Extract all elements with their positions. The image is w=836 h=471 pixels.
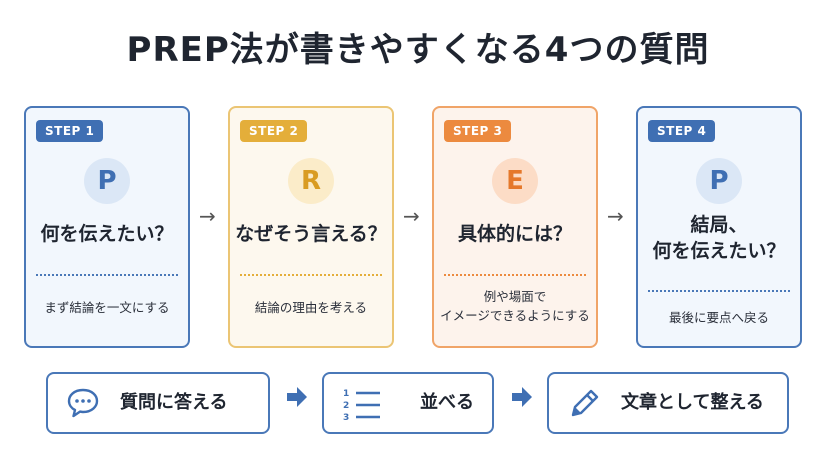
list-number: 1: [343, 389, 349, 399]
step-question-line: 結局、: [690, 214, 748, 236]
speech-bubble-icon: [66, 387, 100, 423]
step-description: まず結論を一文にする: [44, 300, 170, 315]
process-label: 文章として整える: [621, 392, 764, 413]
step-card-1: STEP 1 P 何を伝えたい？ まず結論を一文にする: [24, 106, 190, 348]
step-description: イメージできるようにする: [440, 308, 590, 323]
step-card-4: STEP 4 P 結局、 何を伝えたい？ 最後に要点へ戻る: [636, 106, 802, 348]
step-question-line: 何を伝えたい？: [652, 240, 786, 262]
arrow-right-icon: →: [199, 204, 216, 228]
arrow-right-icon: →: [403, 204, 420, 228]
numbered-list-icon: 1 2 3: [342, 386, 382, 426]
step-question: 具体的には？: [457, 223, 572, 245]
step-letter: R: [288, 158, 334, 204]
dotted-divider: [240, 274, 382, 276]
process-arrange: 1 2 3 並べる: [322, 372, 494, 434]
step-badge: STEP 2: [240, 120, 308, 142]
step-description: 結論の理由を考える: [254, 300, 368, 315]
step-description: 例や場面で: [483, 289, 547, 304]
process-answer-questions: 質問に答える: [46, 372, 270, 434]
step-description: 最後に要点へ戻る: [668, 310, 769, 325]
step-letter: P: [84, 158, 130, 204]
step-question: 何を伝えたい？: [40, 223, 174, 245]
step-letter: E: [492, 158, 538, 204]
dotted-divider: [36, 274, 178, 276]
dotted-divider: [648, 290, 790, 292]
page-title: PREP法が書きやすくなる4つの質問: [126, 30, 710, 70]
dotted-divider: [444, 274, 586, 276]
list-number: 2: [343, 401, 349, 411]
step-badge: STEP 1: [36, 120, 104, 142]
process-label: 質問に答える: [120, 392, 228, 413]
process-polish-text: 文章として整える: [547, 372, 789, 434]
pencil-icon: [567, 387, 601, 425]
step-badge: STEP 4: [648, 120, 716, 142]
step-question: なぜそう言える？: [235, 223, 387, 245]
step-card-3: STEP 3 E 具体的には？ 例や場面で イメージできるようにする: [432, 106, 598, 348]
arrow-right-icon: →: [607, 204, 624, 228]
step-card-2: STEP 2 R なぜそう言える？ 結論の理由を考える: [228, 106, 394, 348]
step-letter: P: [696, 158, 742, 204]
list-number: 3: [343, 413, 349, 422]
step-badge: STEP 3: [444, 120, 512, 142]
process-label: 並べる: [420, 392, 474, 413]
